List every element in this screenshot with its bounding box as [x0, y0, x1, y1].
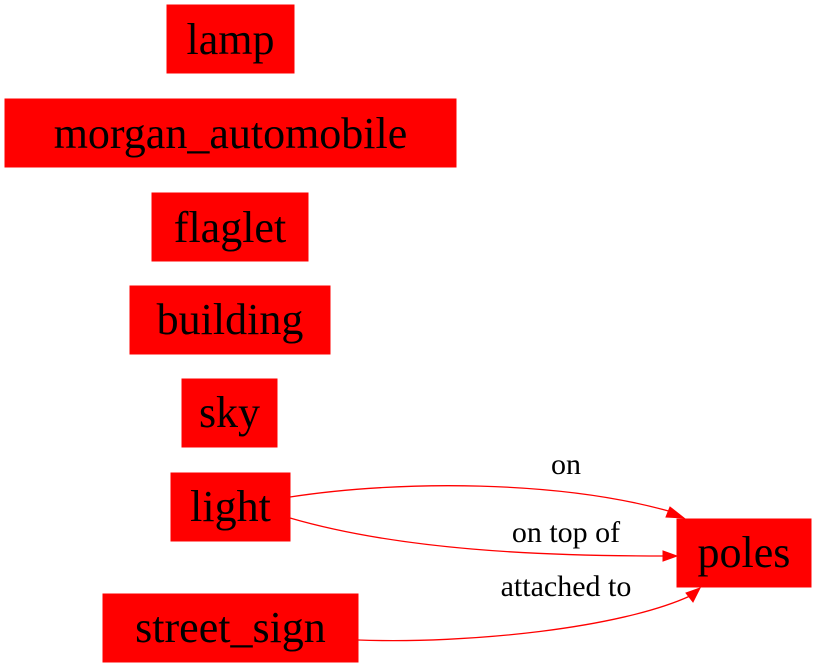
edge-light-on-top-of-poles-line: [289, 517, 665, 557]
node-morgan-automobile-label: morgan_automobile: [54, 109, 408, 158]
node-morgan-automobile-box: [4, 98, 457, 168]
node-sky-box: [181, 378, 278, 448]
edge-light-on-top-of-poles-arrowhead: [662, 550, 679, 562]
node-poles: poles: [676, 518, 812, 588]
edge-light-on-poles-label: on: [551, 448, 581, 481]
node-light-label: light: [190, 482, 271, 531]
node-building-label: building: [157, 295, 304, 344]
node-flaglet: flaglet: [151, 192, 309, 262]
node-street-sign: street_sign: [102, 593, 359, 663]
node-lamp-box: [166, 4, 295, 74]
node-light-box: [170, 472, 291, 542]
node-lamp-label: lamp: [187, 15, 275, 64]
edge-light-on-poles: on: [289, 448, 686, 519]
node-street-sign-box: [102, 593, 359, 663]
edge-street-sign-attached-to-poles-arrowhead: [685, 587, 702, 603]
node-poles-box: [676, 518, 812, 588]
node-lamp: lamp: [166, 4, 295, 74]
node-morgan-automobile: morgan_automobile: [4, 98, 457, 168]
node-poles-label: poles: [698, 528, 791, 577]
node-sky: sky: [181, 378, 278, 448]
node-sky-label: sky: [199, 388, 260, 437]
node-flaglet-label: flaglet: [174, 203, 286, 252]
node-light: light: [170, 472, 291, 542]
edge-street-sign-attached-to-poles-label: attached to: [501, 570, 632, 603]
node-flaglet-box: [151, 192, 309, 262]
edge-light-on-top-of-poles-label: on top of: [512, 516, 620, 549]
edge-street-sign-attached-to-poles-line: [357, 595, 691, 642]
edge-light-on-top-of-poles: on top of: [289, 516, 679, 562]
edge-light-on-poles-arrowhead: [665, 506, 686, 519]
edge-street-sign-attached-to-poles: attached to: [357, 570, 702, 642]
edge-light-on-poles-line: [289, 485, 673, 513]
node-building-box: [129, 285, 331, 355]
node-street-sign-label: street_sign: [135, 603, 326, 652]
node-building: building: [129, 285, 331, 355]
